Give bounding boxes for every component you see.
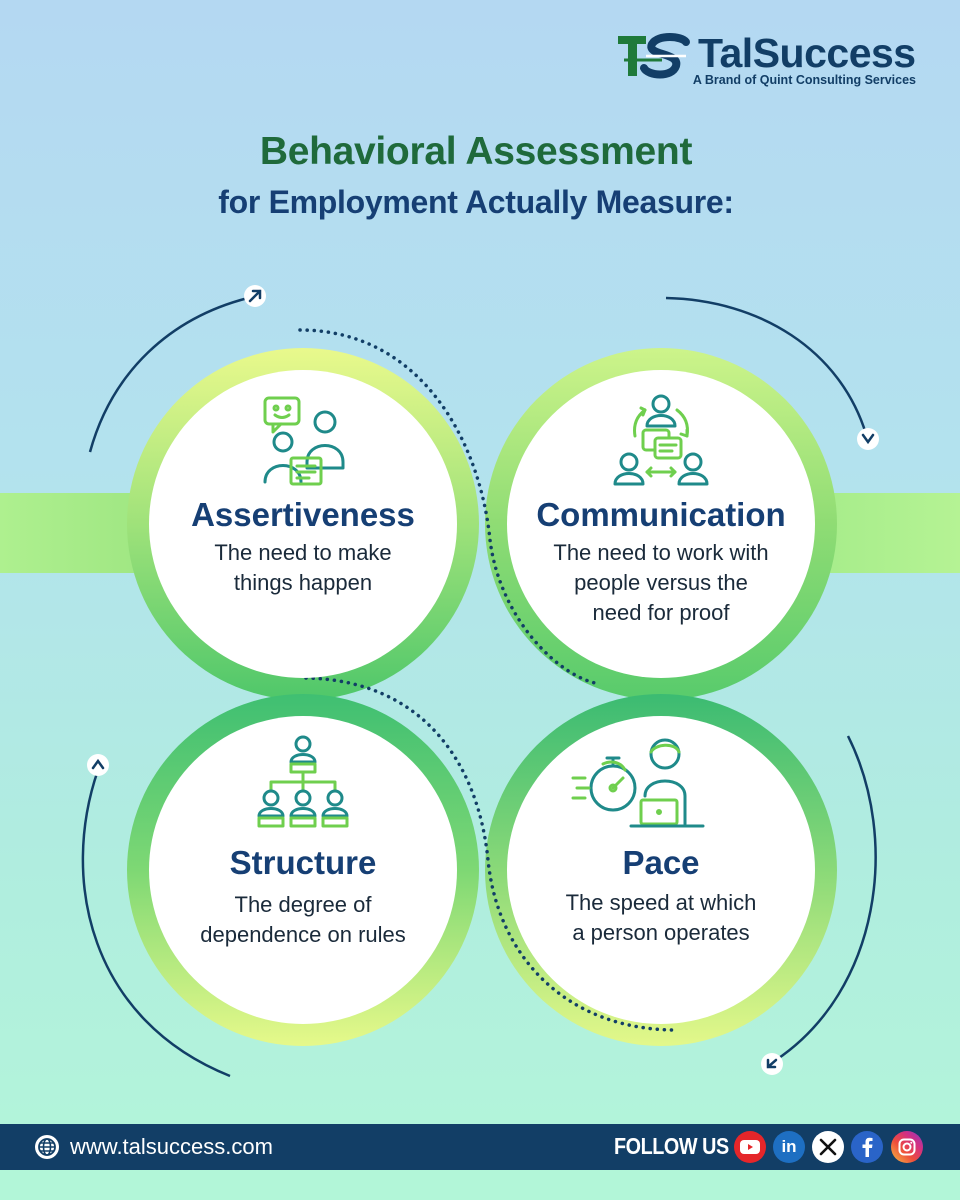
instagram-icon[interactable] [891,1131,923,1163]
page-title: Behavioral Assessment [259,130,693,173]
dotted-connector-bottom [304,676,678,1032]
brand-name: TalSuccess [698,30,916,76]
card-pace: Pace The speed at which a person operate… [507,716,815,1024]
speed-worker-icon [571,738,705,828]
ts-logo-icon [618,33,690,79]
card-desc-communication: The need to work with people versus the … [553,540,769,625]
x-icon[interactable] [812,1131,844,1163]
dotted-connector-top [298,328,602,686]
card-desc-assertiveness: The need to make things happen [214,540,392,595]
arrow-bottom-left-icon [87,754,109,776]
website-link[interactable]: www.talsuccess.com [70,1134,273,1159]
card-desc-structure: The degree of dependence on rules [200,892,406,947]
card-title-communication: Communication [536,496,786,533]
card-title-structure: Structure [229,844,377,881]
linkedin-icon[interactable]: in [773,1131,805,1163]
left-band [0,493,150,573]
arc-top-right [665,296,868,435]
card-structure: Structure The degree of dependence on ru… [149,716,457,1024]
follow-us-label: FOLLOW US [614,1133,729,1159]
card-title-assertiveness: Assertiveness [191,496,415,533]
footer-bar: www.talsuccess.com FOLLOW US in [0,1124,960,1170]
brand-tagline: A Brand of Quint Consulting Services [692,73,916,87]
page-subtitle: for Employment Actually Measure: [218,184,734,220]
globe-icon [35,1135,59,1159]
arc-bottom-left [81,769,231,1078]
arrow-top-left-icon [244,285,266,307]
facebook-icon[interactable] [851,1131,883,1163]
team-feedback-icon [263,396,345,486]
card-title-pace: Pace [622,844,700,881]
card-communication: Communication The need to work with peop… [507,370,815,678]
youtube-icon[interactable] [734,1131,766,1163]
communication-cycle-icon [613,394,709,486]
arrow-bottom-right-icon [761,1053,783,1075]
arrow-top-right-icon [857,428,879,450]
card-desc-pace: The speed at which a person operates [565,890,757,945]
hierarchy-icon [257,735,349,828]
card-assertiveness: Assertiveness The need to make things ha… [149,370,457,678]
arc-bottom-right [775,735,877,1062]
arc-top-left [88,296,249,453]
brand-logo: TalSuccess A Brand of Quint Consulting S… [612,28,932,90]
bottom-strip [0,1170,960,1200]
